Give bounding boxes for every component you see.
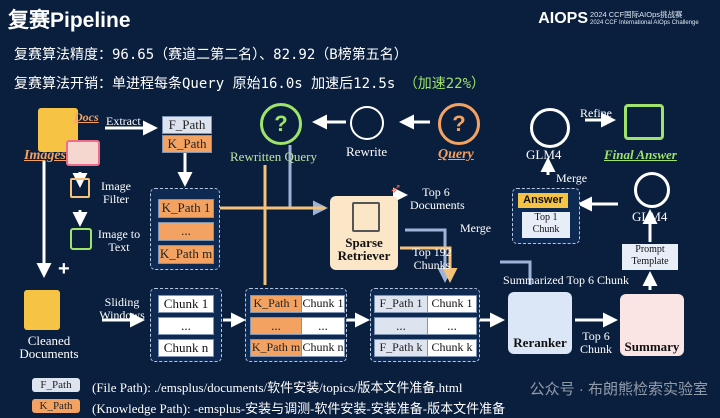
kp-chunk-cmid: ... [301,317,345,335]
glm4-icon-top [530,108,570,148]
legend-f-tag: F_Path [32,378,80,392]
kp-chunk-kmid: ... [250,317,302,335]
reranker-label: Reranker [513,335,567,350]
kp-chunk-cn: Chunk n [301,339,345,357]
k-path-node: K_Path [162,135,212,153]
aiops-logo: AIOPS [538,10,588,27]
legend-f-text: (File Path): ./emsplus/documents/软件安装/to… [92,380,463,395]
f-path-node: F_Path [162,116,212,134]
logo-en: 2024 CCF International AIOps Challenge [590,20,699,26]
final-answer-icon [624,104,664,140]
logo-cn: 2024 CCF国际AIOps挑战赛 [590,10,683,19]
page-title: 复赛Pipeline [8,9,131,32]
rocket-icon-retriever: ➶ [390,180,402,196]
top6-documents-label: Top 6 Documents [410,185,465,212]
fp-chunk-fk: F_Path k [374,339,428,357]
glm4-icon-bottom [634,172,670,208]
cleaned-docs-label: Cleaned Documents [19,333,79,361]
sparse-retriever-card [330,196,398,270]
watermark: 公众号 · 布朗熊检索实验室 [529,381,708,398]
cost-line: 复赛算法开销：单进程每条Query 原始16.0s 加速后12.5s （加速22… [14,73,485,93]
kpath-1: K_Path 1 [158,199,214,218]
image-filter-label: Image Filter [101,179,131,206]
cleaned-docs-icon [24,290,60,330]
cost-text: 复赛算法开销：单进程每条Query 原始16.0s 加速后12.5s [14,76,404,92]
docs-label: Docs [74,110,99,124]
sparse-retriever-label: Sparse Retriever [337,235,391,263]
top6-chunk-label: Top 6 Chunk [579,329,612,356]
answer-tag: Answer [518,193,568,208]
arrow-rerank-back [500,260,532,285]
extract-label: Extract [106,114,141,128]
fp-chunk-cn: Chunk k [427,339,477,357]
chunk-1: Chunk 1 [158,295,214,313]
image-to-text-label: Image to Text [97,227,141,254]
kp-chunk-c1: Chunk 1 [301,295,345,313]
prompt-template-cell: Prompt Template [622,244,678,270]
summarized-top6-label: Summarized Top 6 Chunk [503,273,629,287]
summary-label: Summary [624,339,680,354]
filter-icon [70,178,90,198]
rewritten-query-label: Rewritten Query [230,149,318,164]
top1-chunk-cell: Top 1 Chunk [522,212,570,238]
accuracy-line: 复赛算法精度：96.65（赛道二第二名）、82.92（B榜第五名） [14,47,408,63]
speedup-text: （加速22%） [403,76,486,92]
query-icon: ? [438,103,480,145]
chunk-n: Chunk n [158,339,214,357]
arrow-top192 [400,246,458,283]
logo-caption: 2024 CCF国际AIOps挑战赛 2024 CCF Internationa… [590,10,710,28]
rewrite-label: Rewrite [346,144,388,159]
image-to-text-icon [70,228,92,250]
fp-chunk-c1: Chunk 1 [427,295,477,313]
query-label: Query [438,147,474,162]
arrow-merge-down [405,228,453,283]
glm4-bottom-label: GLM4 [632,209,668,224]
kp-chunk-km: K_Path m [250,339,302,357]
final-answer-label: Final Answer [604,147,677,162]
glm4-top-label: GLM4 [526,147,562,162]
sliding-windows-label: Sliding Windows [99,295,145,322]
kp-chunk-k1: K_Path 1 [250,295,302,313]
rewritten-query-icon: ? [260,103,302,145]
legend-k-tag: K_Path [32,399,80,413]
merge-right-label: Merge [556,171,588,185]
kpath-mid: ... [158,222,214,241]
top192-chunks-label: Top 192 Chunks [412,245,452,272]
images-label: Images [24,148,66,163]
kpath-m: K_Path m [158,245,214,264]
rewrite-icon [350,106,384,140]
fp-chunk-fmid: ... [374,317,428,335]
plus-icon: + [58,258,70,280]
fp-chunk-f1: F_Path 1 [374,295,428,313]
retriever-doc-icon [352,202,380,232]
reranker-card [508,292,572,354]
refine-label: Refine [580,106,612,120]
images-icon [66,140,100,166]
legend-k-text: (Knowledge Path): -emsplus-安装与调测-软件安装-安装… [92,401,506,416]
chunk-mid: ... [158,317,214,335]
summary-card [620,294,684,356]
merge-left-label: Merge [460,221,492,235]
fp-chunk-cmid: ... [427,317,477,335]
